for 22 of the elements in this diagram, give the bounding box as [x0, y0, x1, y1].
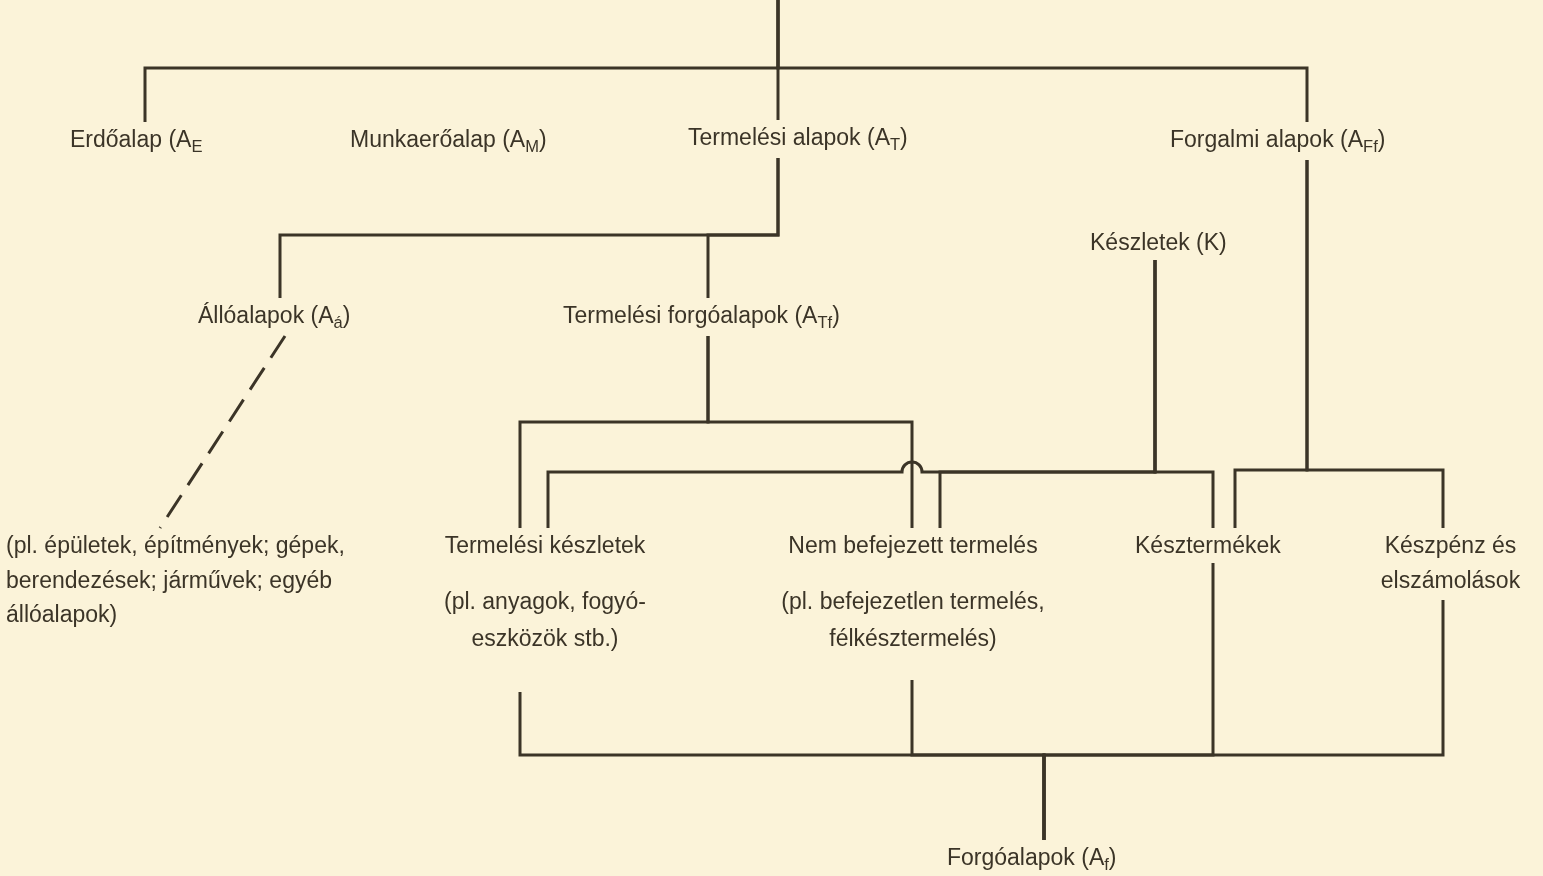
connector-line [776, 0, 1309, 122]
node-label: Készpénz és elszámolások [1379, 531, 1522, 595]
node-label: Termelési alapok (A$_{T}$) [688, 123, 909, 155]
node-label: (pl. épületek, építmények; gépek, berendezések; járművek; egyéb állóalapok) [6, 531, 346, 629]
connector-line [706, 336, 914, 528]
node-label: Állóalapok (A$_{á}$) [198, 301, 352, 333]
node-label: Készletek (K) [1090, 228, 1228, 257]
note-text: (pl. anyagok, fogyó- eszközök stb.) [443, 586, 647, 654]
node-label: Késztermékek [1135, 531, 1282, 560]
connector-line [706, 158, 780, 298]
node-label: Termelési forgóalapok (A$_{Tf}$) [563, 301, 841, 333]
node-label: Forgóalapok (A$_{f}$) [947, 843, 1118, 875]
connector-line [1153, 260, 1215, 528]
note-text: (pl. befejezetlen termelés, félkésztermelés) [780, 586, 1046, 654]
node-label: Munkaerőalap (A$_{M}$) [350, 125, 548, 157]
node-label: Erdőalap (A$_{E}$ [70, 125, 204, 157]
node-label: Forgalmi alapok (A$_{Ff}$) [1170, 125, 1387, 157]
node-label: Nem befejezett termelés [787, 531, 1039, 560]
dashed-connector [158, 335, 287, 529]
connector-line [1305, 160, 1445, 528]
node-label: Termelési készletek [443, 531, 647, 560]
connector-line [1042, 600, 1445, 840]
